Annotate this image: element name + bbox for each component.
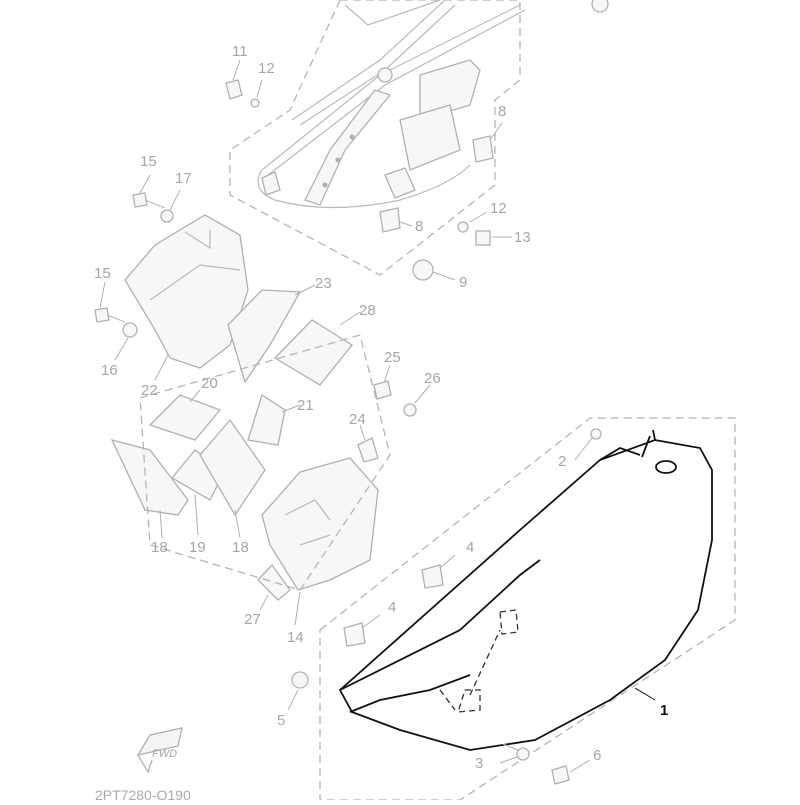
bolt-11	[225, 79, 243, 100]
case-14	[261, 457, 379, 591]
rear-frame-group	[229, 0, 609, 276]
callout-label: 5	[277, 712, 285, 729]
side-cover-panel	[338, 439, 713, 751]
frame-upper-rail	[344, 0, 441, 26]
diagram-code: 2PT7280-Q190	[95, 787, 191, 800]
fwd-label: FWD	[152, 748, 177, 760]
upper-hardware	[94, 79, 494, 338]
frame-group-boundary	[229, 0, 521, 276]
callout-label: 28	[359, 302, 376, 319]
frame-bolt-boss	[377, 67, 393, 83]
callout-label: 2	[558, 453, 566, 470]
callout-label: 17	[175, 170, 192, 187]
nut-13	[475, 230, 491, 246]
bolt-15-upper	[132, 192, 148, 208]
clip-24	[357, 437, 379, 463]
callout-label: 18	[151, 539, 168, 556]
washer-12-lower	[457, 221, 469, 233]
callout-label: 12	[258, 60, 275, 77]
callout-label: 4	[466, 539, 474, 556]
callout-label: 6	[593, 747, 601, 764]
collar-17	[160, 209, 174, 223]
pad-8-lower	[379, 207, 401, 233]
element-23	[227, 289, 302, 384]
grommet-5	[291, 671, 309, 689]
callout-label: 22	[141, 382, 158, 399]
bolt-6	[551, 765, 570, 785]
rear-fender-lower	[257, 164, 471, 209]
damper-27	[257, 563, 291, 601]
pad-slot-lower	[439, 689, 481, 713]
callout-label: 11	[232, 43, 248, 60]
collar-3	[516, 747, 530, 761]
grommet-9	[412, 259, 434, 281]
callout-label: 9	[459, 274, 467, 291]
callout-label: 15	[140, 153, 157, 170]
plate-28	[273, 319, 353, 386]
callout-label: 25	[384, 349, 401, 366]
fender-bracket-upper	[419, 59, 481, 121]
cover-mount-hole	[655, 460, 677, 474]
callout-label: 26	[424, 370, 441, 387]
bracket-21	[247, 393, 286, 446]
bolt-25	[373, 380, 392, 400]
callout-label: 24	[349, 411, 366, 428]
pad-slot-upper	[499, 609, 519, 635]
side-cover-inner-22	[124, 214, 249, 369]
collar-2	[590, 428, 602, 440]
callout-label: 16	[101, 362, 118, 379]
airbox-cover-group	[110, 214, 417, 601]
sponge-18-right	[199, 418, 266, 517]
washer-12-upper	[250, 98, 260, 108]
side-cover-1	[291, 417, 736, 801]
pad-8-upper	[472, 135, 494, 163]
callout-label: 15	[94, 265, 111, 282]
callout-label: 23	[315, 275, 332, 292]
filter-group-boundary	[139, 334, 391, 591]
fender-mount-block	[384, 167, 416, 199]
callout-label: 13	[514, 229, 531, 246]
callout-labels: 1 2 3 4 4 5 6 8 8 9 11 12 12 13 14 15 15…	[94, 43, 668, 772]
fender-bracket-mid	[399, 104, 461, 171]
callout-label: 14	[287, 629, 304, 646]
pad-4-upper	[421, 564, 444, 589]
callout-label: 8	[415, 218, 423, 235]
collar-16	[122, 322, 138, 338]
callout-label: 12	[490, 200, 507, 217]
callout-label: 20	[201, 375, 218, 392]
pad-20	[148, 394, 222, 441]
collar-26	[403, 403, 417, 417]
callout-label: 21	[297, 397, 314, 414]
callout-label: 4	[388, 599, 396, 616]
bolt-15-lower	[94, 307, 110, 323]
callout-label: 18	[232, 539, 249, 556]
fwd-arrow-icon: FWD	[136, 727, 183, 774]
frame-cross-plate	[304, 89, 392, 206]
pad-4-lower	[343, 622, 366, 647]
callout-label: 3	[475, 755, 483, 772]
callout-label: 19	[189, 539, 206, 556]
callout-label: 8	[498, 103, 506, 120]
top-right-grommet	[591, 0, 609, 13]
callout-label: 27	[244, 611, 261, 628]
leader-lines	[99, 59, 656, 773]
callout-label: 1	[660, 702, 668, 719]
